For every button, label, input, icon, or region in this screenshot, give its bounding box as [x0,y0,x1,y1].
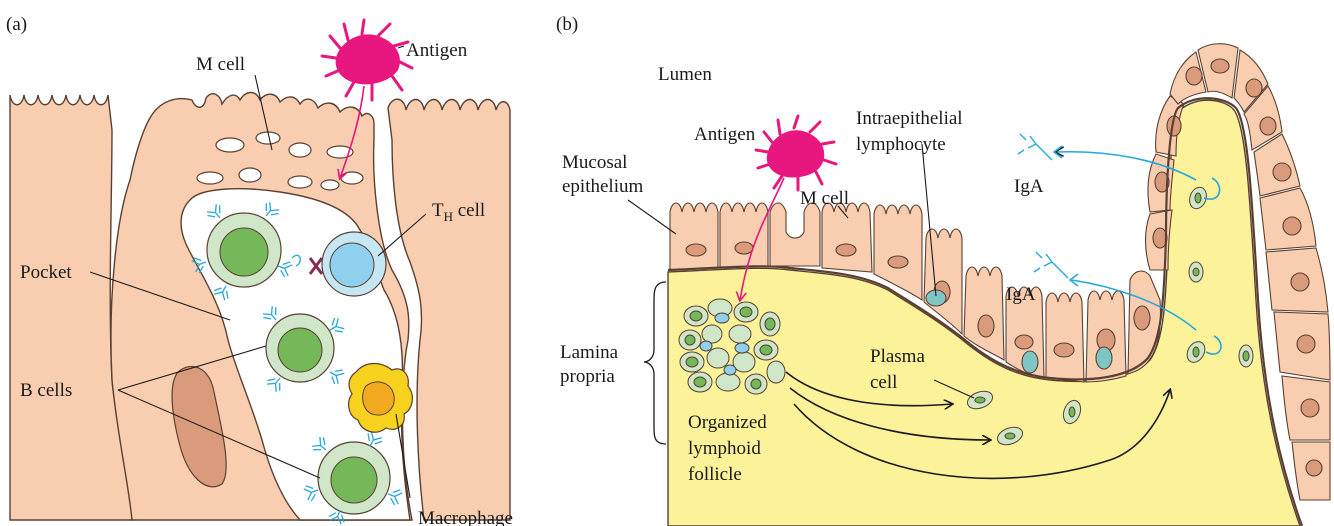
iga-antibodies [1018,134,1068,278]
label-mucosal-1: Mucosal [562,152,627,173]
label-lamina-2: propria [560,366,615,387]
label-intraepithelial-2: lymphocyte [856,134,946,155]
label-m-cell-a: M cell [196,54,245,75]
label-mucosal-2: epithelium [562,176,643,197]
label-antigen-a: Antigen [406,40,468,61]
label-iga-upper: IgA [1014,176,1044,197]
panel-b-letter: (b) [556,14,578,35]
label-follicle-1: Organized [688,412,767,433]
label-m-cell-b: M cell [800,188,849,209]
panel-a-letter: (a) [6,14,27,35]
label-intraepithelial-1: Intraepithelial [856,108,963,129]
lamina-brace [644,282,666,444]
label-plasma-1: Plasma [870,346,925,367]
label-follicle-3: follicle [688,464,742,485]
label-follicle-2: lymphoid [688,438,761,459]
panel-a: (a) [6,14,513,526]
label-antigen-b: Antigen [694,124,756,145]
label-pocket: Pocket [20,262,72,283]
panel-b: (b) Lumen [556,14,1330,526]
label-iga-lower: IgA [1006,284,1036,305]
label-lamina-1: Lamina [560,342,619,363]
label-macrophage: Macrophage [418,508,513,526]
iga-arrow-heads [1054,146,1078,286]
label-b-cells: B cells [20,380,72,401]
label-th-cell: TH cell [432,200,485,224]
label-plasma-2: cell [870,372,897,393]
macrophage [349,364,413,433]
label-lumen: Lumen [658,64,712,85]
